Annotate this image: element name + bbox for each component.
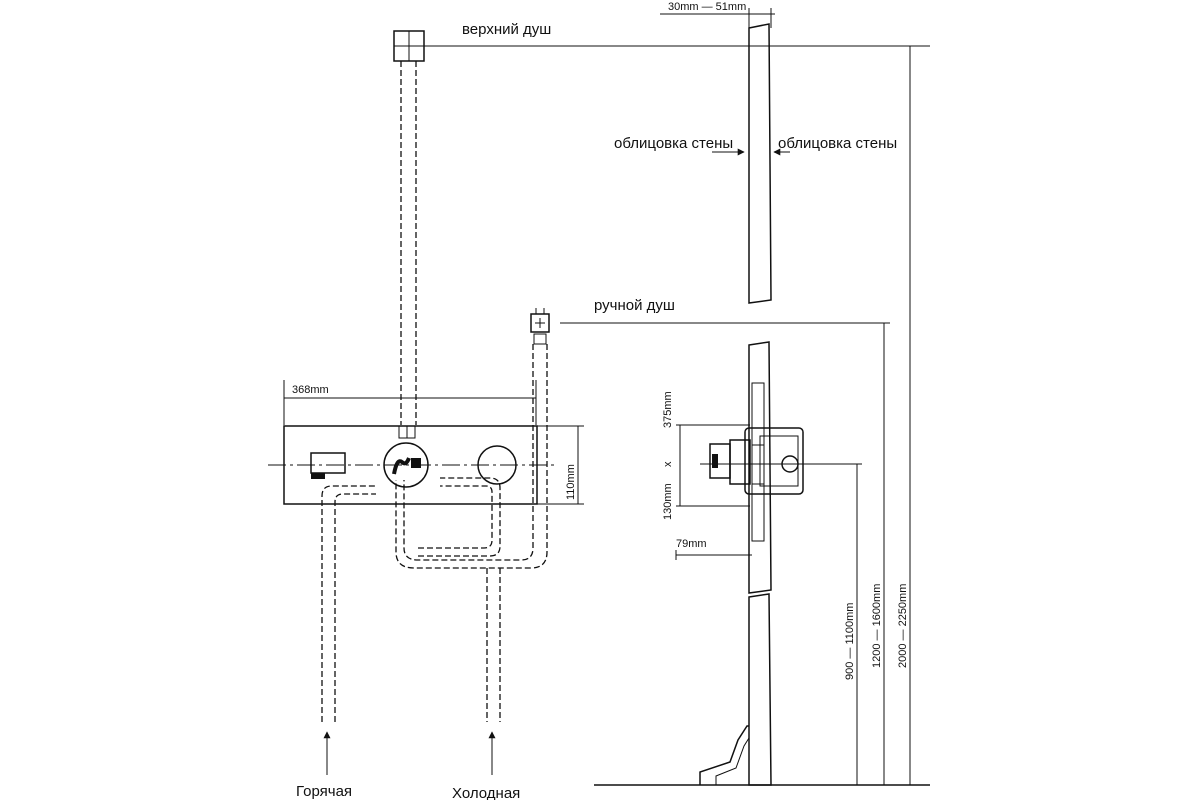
wall-depth-text: 30mm — 51mm bbox=[668, 1, 746, 13]
box-dimensions: 375mm x 130mm 79mm bbox=[662, 391, 752, 560]
hand-shower-height-dimension: 1200 — 1600mm bbox=[871, 323, 885, 785]
wall-cladding-right-label: облицовка стены bbox=[778, 135, 897, 152]
hand-shower-label: ручной душ bbox=[594, 297, 675, 314]
hand-shower-height-text: 1200 — 1600mm bbox=[871, 584, 883, 668]
box-times-text: x bbox=[662, 461, 674, 467]
front-view: верхний душ ручной душ bbox=[268, 21, 930, 800]
wall-middle bbox=[748, 341, 772, 594]
top-shower-label: верхний душ bbox=[462, 21, 551, 38]
hand-shower-outlet-icon bbox=[530, 308, 550, 345]
box-depth-text: 79mm bbox=[676, 538, 707, 550]
wall-depth-dimension: 30mm — 51mm bbox=[660, 1, 775, 28]
thermostat-knob-icon bbox=[383, 425, 429, 488]
spout-icon bbox=[310, 452, 346, 479]
diverter-knob-icon bbox=[477, 445, 517, 485]
wall-cladding-left-label: облицовка стены bbox=[614, 135, 733, 152]
mixer-height-text: 900 — 1100mm bbox=[844, 603, 856, 680]
cold-water-pipe bbox=[486, 568, 501, 722]
mixer-box bbox=[709, 382, 804, 542]
mixer-height-dimension: 900 — 1100mm bbox=[844, 464, 858, 785]
hot-label: Горячая bbox=[296, 783, 352, 800]
wall-lower bbox=[748, 593, 772, 786]
top-shower-outlet-icon bbox=[393, 30, 425, 62]
panel-height-text: 110mm bbox=[565, 464, 577, 500]
wall-upper bbox=[748, 23, 772, 304]
cold-label: Холодная bbox=[452, 785, 520, 800]
hot-water-pipe bbox=[321, 485, 376, 722]
panel-height-dimension: 110mm bbox=[537, 425, 584, 505]
box-height-text: 375mm bbox=[662, 391, 674, 428]
side-view: 30mm — 51mm облицовка стены облицовка ст… bbox=[594, 1, 930, 786]
box-width-text: 130mm bbox=[662, 483, 674, 520]
top-shower-height-dimension: 2000 — 2250mm bbox=[897, 46, 911, 785]
floor-trap-icon bbox=[699, 725, 750, 785]
top-shower-height-text: 2000 — 2250mm bbox=[897, 584, 909, 668]
hand-shower-pipe bbox=[395, 344, 548, 569]
panel-width-text: 368mm bbox=[292, 384, 329, 396]
top-shower-pipe bbox=[400, 61, 417, 425]
panel-width-dimension: 368mm bbox=[283, 380, 537, 425]
